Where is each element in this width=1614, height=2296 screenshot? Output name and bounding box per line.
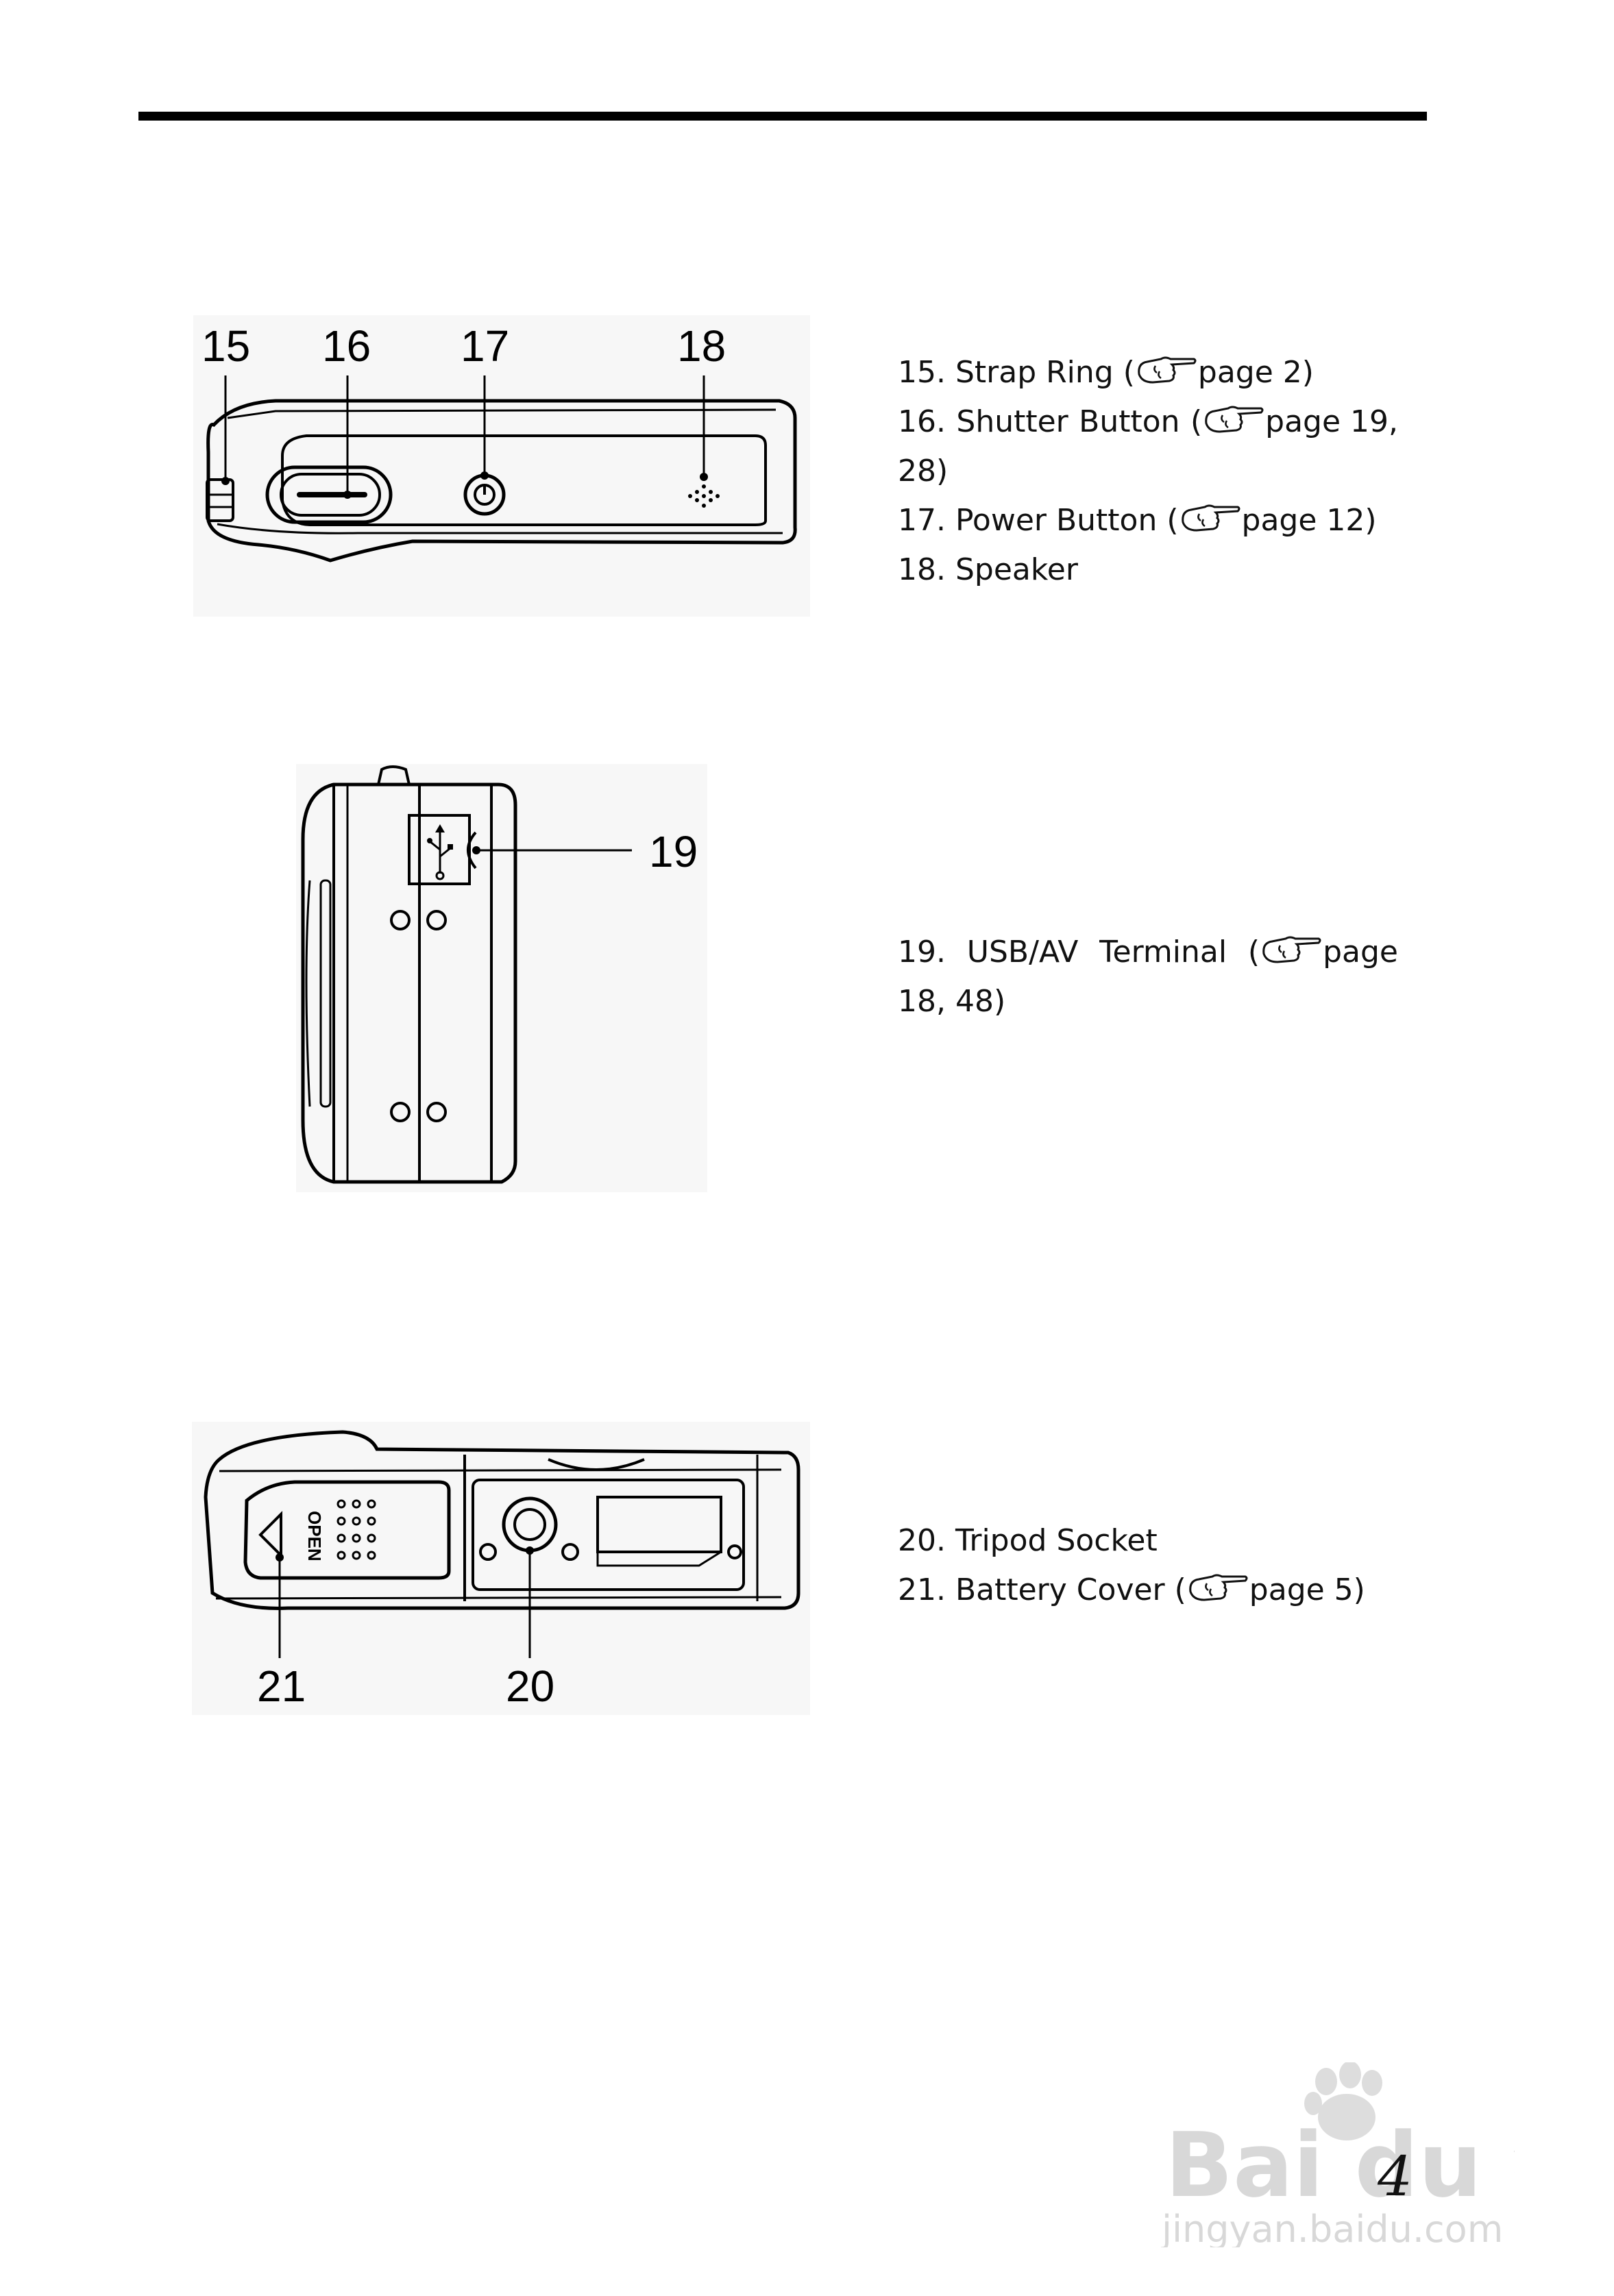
page-number: 4 [1378, 2145, 1413, 2208]
header-rule [138, 112, 1427, 121]
description-item-19: 19. USB/AV Terminal (page [898, 933, 1398, 970]
description-item-21: 21. Battery Cover (page 5) [898, 1571, 1365, 1607]
watermark-line-2: jingyan.baidu.com [1161, 2208, 1503, 2247]
callout-19: 19 [649, 827, 698, 876]
callout-16: 16 [322, 321, 371, 371]
description-group-2: 19. USB/AV Terminal (page 18, 48) [898, 928, 1398, 1026]
camera-top-view-figure: 15 16 17 18 [193, 315, 810, 617]
description-item-17: 17. Power Button (page 12) [898, 502, 1377, 538]
callout-17: 17 [461, 321, 509, 371]
callout-20: 20 [506, 1662, 554, 1711]
description-item-19-cont: 18, 48) [898, 984, 1006, 1019]
description-item-16-cont: 28) [898, 454, 949, 489]
pointing-hand-icon [1179, 502, 1242, 533]
description-item-16: 16. Shutter Button (page 19, [898, 403, 1398, 439]
callout-15: 15 [201, 321, 250, 371]
callout-21: 21 [257, 1662, 306, 1711]
description-item-15: 15. Strap Ring (page 2) [898, 354, 1314, 390]
battery-door-open-label: OPEN [304, 1511, 325, 1561]
description-item-20: 20. Tripod Socket [898, 1523, 1158, 1558]
paw-icon [1304, 2061, 1382, 2140]
callout-18: 18 [677, 321, 726, 371]
camera-bottom-view-figure: OPEN 21 20 [192, 1422, 810, 1715]
description-item-18: 18. Speaker [898, 552, 1078, 587]
pointing-hand-icon [1260, 933, 1323, 965]
baidu-watermark: Bai du 经验 jingyan.baidu.com [1158, 2061, 1614, 2251]
camera-side-view-figure: 19 [296, 764, 707, 1192]
description-group-1: 15. Strap Ring (page 2) 16. Shutter Butt… [898, 348, 1398, 595]
pointing-hand-icon [1202, 403, 1265, 434]
pointing-hand-icon [1135, 354, 1198, 385]
watermark-line-1: Bai du 经验 [1165, 2113, 1515, 2217]
pointing-hand-icon [1186, 1571, 1249, 1603]
description-group-3: 20. Tripod Socket 21. Battery Cover (pag… [898, 1516, 1398, 1615]
